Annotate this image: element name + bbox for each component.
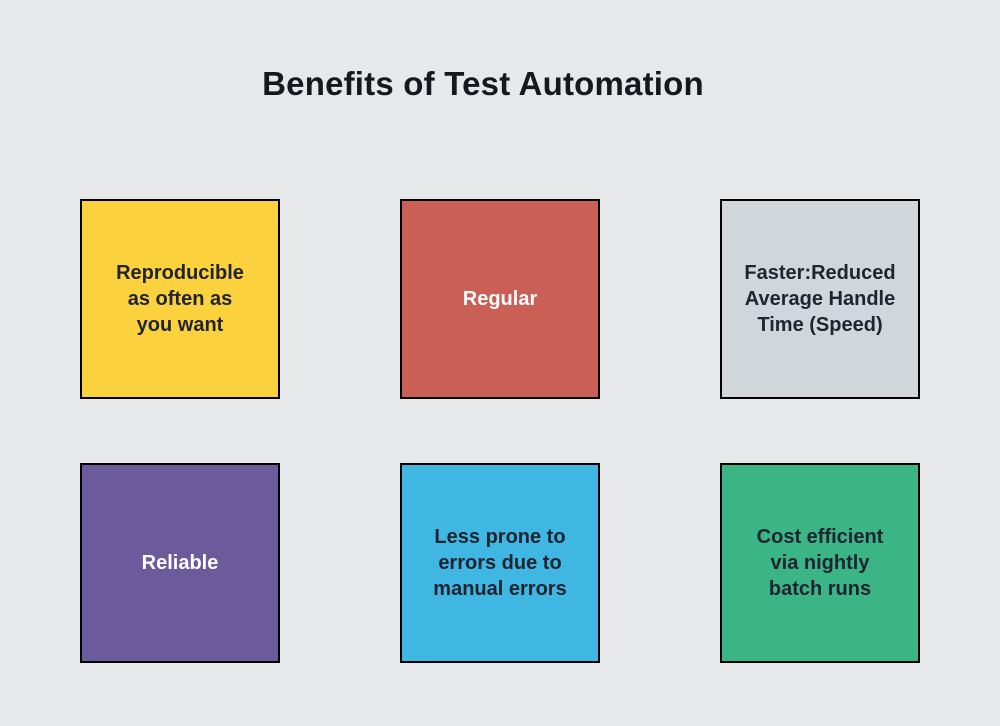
benefit-box-label: Less prone to errors due to manual error… — [433, 526, 567, 600]
benefit-box-label: Faster:Reduced Average Handle Time (Spee… — [744, 262, 896, 336]
benefit-box-label: Regular — [462, 288, 538, 310]
benefit-box-reliable: Reliable — [80, 463, 280, 663]
diagram-title: Benefits of Test Automation — [262, 65, 704, 102]
benefit-box-label: Reliable — [141, 552, 219, 574]
benefit-box-reproducible: Reproducible as often as you want — [80, 199, 280, 399]
benefit-box-cost-efficient: Cost efficient via nightly batch runs — [720, 463, 920, 663]
benefit-box-label: Cost efficient via nightly batch runs — [756, 526, 884, 600]
benefit-box-label: Reproducible as often as you want — [116, 262, 244, 336]
benefit-box-less-errors: Less prone to errors due to manual error… — [400, 463, 600, 663]
benefit-box-regular: Regular — [400, 199, 600, 399]
benefit-box-faster: Faster:Reduced Average Handle Time (Spee… — [720, 199, 920, 399]
